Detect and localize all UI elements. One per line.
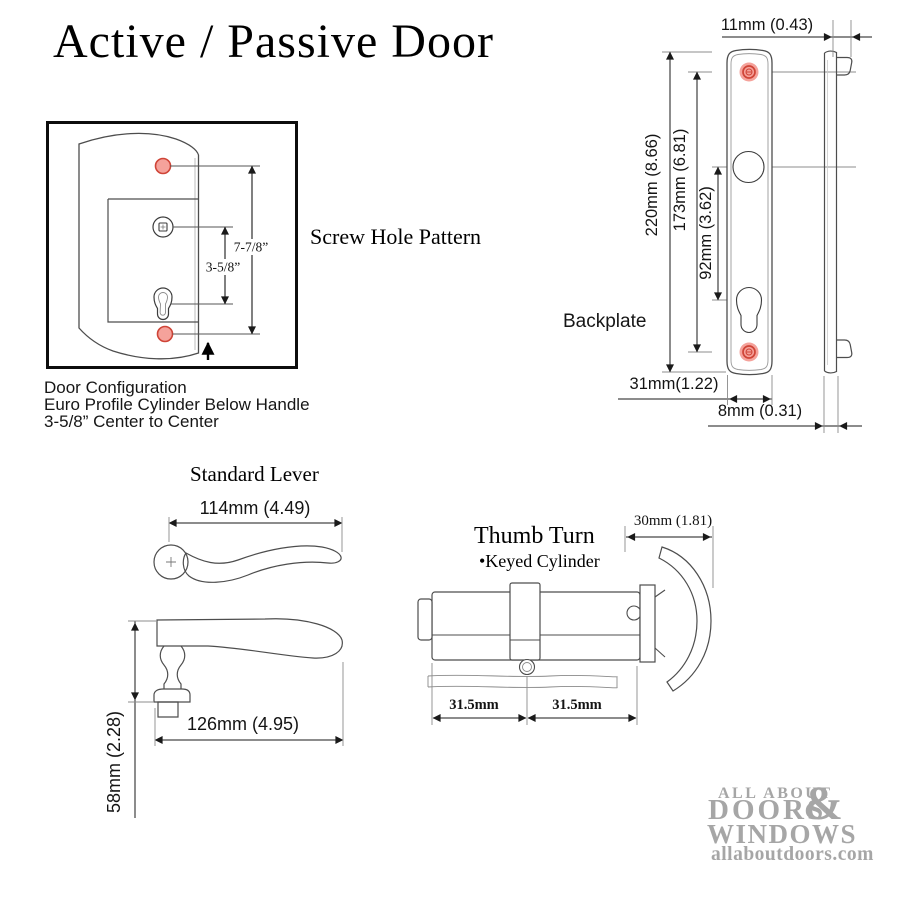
dim-173-label: 173mm (6.81): [671, 129, 689, 232]
dim-114-label: 114mm (4.49): [200, 498, 311, 518]
dim-315-ext: [431, 663, 638, 725]
cylinder-screw: [518, 658, 536, 676]
backplate-side-view: [823, 50, 853, 374]
lever-neck: [153, 645, 191, 718]
backplate-diagram: 220mm (8.66) 173mm (6.81) 92mm (3.62) 11…: [618, 16, 872, 433]
dim-31-label: 31mm(1.22): [630, 375, 719, 393]
dim-30-label: 30mm (1.81): [634, 513, 712, 529]
dim-220-label: 220mm (8.66): [643, 134, 661, 237]
dim-30-ext: [624, 526, 714, 588]
dim-11-ext: [832, 20, 852, 57]
spindle-square: [158, 222, 168, 232]
backplate-euro-hole: [735, 286, 763, 333]
dim-31-ext: [727, 375, 773, 405]
spindle-cross: [160, 224, 166, 230]
page-title: Active / Passive Door: [53, 15, 494, 68]
dim-114-ext: [168, 517, 343, 552]
backplate-ext-ticks: [662, 51, 726, 373]
dim-58-label: 58mm (2.28): [104, 711, 124, 813]
cylinder-cam: [509, 582, 541, 661]
euro-cylinder-hole-inner: [158, 292, 168, 316]
door-configuration-notes: Door Configuration Euro Profile Cylinder…: [44, 378, 310, 431]
logo-ampersand: &: [803, 777, 843, 830]
screw-pattern-diagram: 7-7/8” 3-5/8”: [78, 132, 275, 360]
dim-315-left-label: 31.5mm: [449, 697, 499, 713]
cylinder-diagram: 30mm (1.81) 31.5mm 31.5mm: [417, 513, 714, 725]
lever-rose: [153, 544, 189, 580]
backplate-front-inner: [730, 53, 769, 371]
lever-diagram: 114mm (4.49) 126mm (4.95) 58mm (2.28): [104, 498, 344, 818]
cylinder-collar: [639, 584, 656, 663]
knob-hub: [654, 589, 666, 658]
thumbturn-knob: [658, 546, 712, 692]
logo-line-doors: DOORS: [708, 794, 827, 826]
lever-top-view: [182, 545, 342, 583]
cylinder-screw-inner: [522, 662, 532, 672]
logo-website: allaboutdoors.com: [711, 844, 874, 865]
screw-pattern-box: 7-7/8” 3-5/8”: [46, 121, 298, 369]
dim-center-label: 3-5/8”: [206, 260, 241, 275]
backplate-screw-bottom: [739, 342, 759, 362]
lever-title: Standard Lever: [190, 462, 319, 486]
logo-line-windows: WINDOWS: [707, 819, 858, 849]
dim-11-label: 11mm (0.43): [721, 16, 813, 34]
dim-label-bg: [228, 239, 275, 255]
dim-overall-label: 7-7/8”: [234, 240, 269, 255]
company-logo: ALL ABOUT DOORS & WINDOWS allaboutdoors.…: [700, 777, 900, 873]
screw-hole-bottom: [156, 325, 174, 343]
lever-side-view: [156, 618, 343, 659]
note-line-2: Euro Profile Cylinder Below Handle: [44, 394, 310, 414]
dim-126-ext: [154, 662, 344, 746]
note-line-1: Door Configuration: [44, 378, 187, 397]
backplate-handle-hole: [732, 150, 765, 184]
lever-rose-cross: [166, 557, 176, 567]
dim-58-ext: [128, 620, 156, 703]
dim-126-label: 126mm (4.95): [187, 714, 299, 734]
screw-pattern-caption: Screw Hole Pattern: [310, 224, 482, 249]
dim-8-ext: [823, 376, 839, 433]
dim-92-label: 92mm (3.62): [697, 186, 715, 280]
setscrew: [626, 605, 642, 621]
screw-hole-top: [154, 157, 172, 175]
cylinder-bottom-strip: [427, 674, 618, 689]
dim-315-right-label: 31.5mm: [552, 697, 602, 713]
backplate-label: Backplate: [563, 311, 647, 332]
backplate-screw-top: [739, 62, 759, 82]
note-line-3: 3-5/8” Center to Center: [44, 411, 219, 431]
thumbturn-title: Thumb Turn: [474, 523, 595, 549]
mortise-pocket: [107, 198, 199, 323]
logo-line-all-about: ALL ABOUT: [718, 785, 833, 802]
dim-8-label: 8mm (0.31): [718, 402, 802, 420]
thumbturn-subtitle: •Keyed Cylinder: [479, 551, 600, 571]
cylinder-end-cap: [417, 598, 433, 641]
door-edge-outline: [78, 132, 200, 360]
dim-label-bg: [200, 259, 246, 275]
